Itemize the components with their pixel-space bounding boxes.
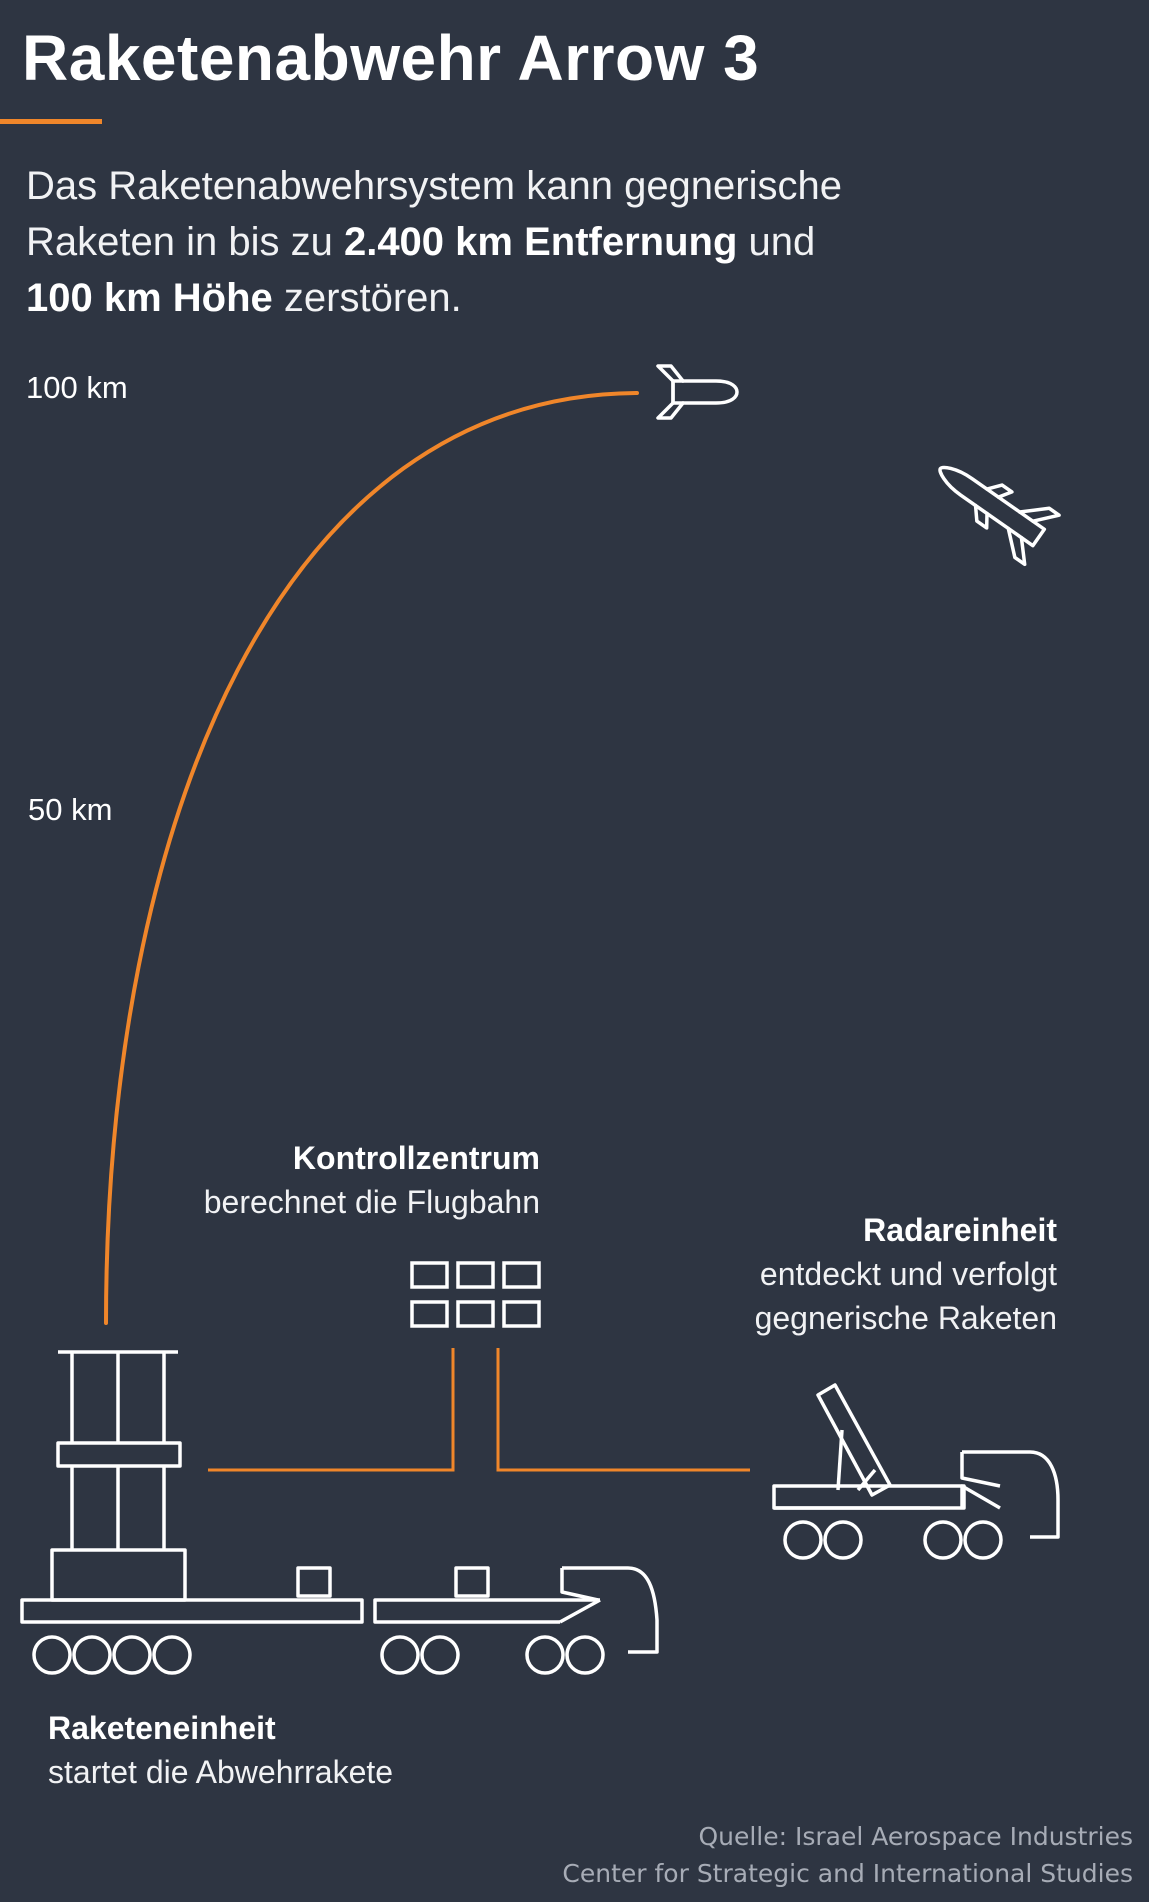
subtitle-line-2-start: Raketen in bis zu (26, 220, 344, 264)
interceptor-trajectory (104, 391, 639, 1325)
launcher-truck-icon (20, 1350, 659, 1675)
control-center-label: Kontrollzentrum berechnet die Flugbahn (204, 1136, 540, 1224)
launcher-trailer-deck (20, 1598, 364, 1624)
launcher-unit-label: Raketeneinheit startet die Abwehrrakete (48, 1706, 393, 1794)
connection-lines (208, 1348, 750, 1472)
subtitle-line-1: Das Raketenabwehrsystem kann gegnerische (26, 164, 842, 208)
radar-truck-icon (772, 1383, 1060, 1560)
control-center-desc: berechnet die Flugbahn (203, 1184, 540, 1220)
connection-launcher-control (208, 1348, 455, 1472)
source-line-2: Center for Strategic and International S… (562, 1859, 1133, 1888)
altitude-label-100km: 100 km (26, 370, 128, 405)
radar-unit-name: Radareinheit (863, 1212, 1057, 1248)
control-center-icon (410, 1261, 541, 1328)
interceptor-missile-icon (656, 364, 739, 420)
source-note: Quelle: Israel Aerospace Industries Cent… (562, 1818, 1133, 1892)
page-title: Raketenabwehr Arrow 3 (22, 22, 760, 94)
control-center-name: Kontrollzentrum (292, 1140, 540, 1176)
source-line-1: Quelle: Israel Aerospace Industries (698, 1822, 1133, 1851)
subtitle-line-3-end: zerstören. (272, 276, 462, 320)
subtitle: Das Raketenabwehrsystem kann gegnerische… (26, 158, 1106, 326)
radar-unit-label: Radareinheit entdeckt und verfolgt gegne… (755, 1208, 1057, 1340)
connection-control-radar (496, 1348, 750, 1472)
radar-cab (960, 1450, 1060, 1539)
radar-unit-desc-line-1: entdeckt und verfolgt (759, 1256, 1057, 1292)
launcher-cab (559, 1566, 659, 1654)
altitude-label-50km: 50 km (28, 792, 113, 827)
radar-unit-desc-line-2: gegnerische Raketen (754, 1300, 1057, 1336)
title-accent-rule (0, 119, 102, 124)
enemy-missile-icon (938, 465, 1061, 567)
launcher-unit-desc: startet die Abwehrrakete (48, 1754, 394, 1790)
launcher-unit-name: Raketeneinheit (48, 1710, 276, 1746)
subtitle-altitude: 100 km Höhe (26, 276, 273, 320)
subtitle-line-2-end: und (737, 220, 816, 264)
radar-antenna (816, 1383, 892, 1497)
launcher-tower-base (50, 1548, 187, 1602)
subtitle-distance: 2.400 km Entfernung (343, 220, 738, 264)
